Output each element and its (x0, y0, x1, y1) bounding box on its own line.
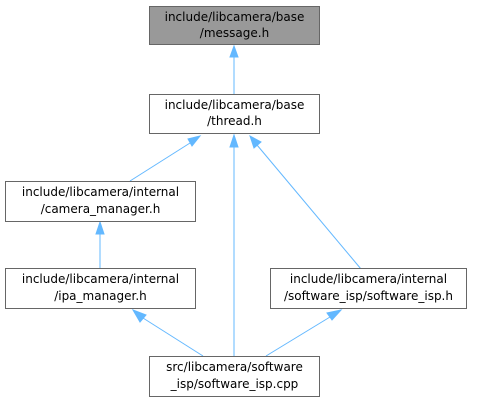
node-camera-manager-h[interactable]: include/libcamera/internal /camera_manag… (5, 181, 196, 222)
node-label-line-2: /thread.h (207, 114, 262, 128)
node-label-line-1: include/libcamera/base (165, 98, 305, 112)
node-box (270, 268, 467, 309)
edge-software-isp-h-to-thread (249, 134, 362, 270)
node-label-line-2: /software_isp/software_isp.h (284, 289, 453, 303)
node-software-isp-h[interactable]: include/libcamera/internal /software_isp… (270, 268, 467, 309)
edge-software-isp-cpp-to-software-isp-h (265, 309, 343, 357)
edge-software-isp-cpp-to-ipa-manager (131, 309, 204, 357)
node-label-line-1: include/libcamera/internal (290, 272, 447, 286)
node-box (149, 6, 320, 45)
edge-camera-manager-to-thread (129, 135, 202, 182)
edge-ipa-manager-to-camera-manager (95, 220, 105, 268)
node-label-line-1: include/libcamera/internal (22, 185, 179, 199)
node-label-line-1: src/libcamera/software (166, 360, 303, 374)
edge-thread-to-message (229, 44, 239, 94)
node-box (5, 181, 196, 222)
node-software-isp-cpp[interactable]: src/libcamera/software _isp/software_isp… (149, 356, 320, 397)
node-message-h[interactable]: include/libcamera/base /message.h (149, 6, 320, 45)
node-label-line-2: /camera_manager.h (41, 202, 161, 216)
node-ipa-manager-h[interactable]: include/libcamera/internal /ipa_manager.… (5, 268, 196, 309)
node-label-line-2: /ipa_manager.h (54, 289, 147, 303)
node-thread-h[interactable]: include/libcamera/base /thread.h (149, 94, 320, 134)
node-label-line-2: /message.h (200, 26, 269, 40)
node-box (5, 268, 196, 309)
node-box (149, 356, 320, 397)
node-box (149, 94, 320, 134)
edges (95, 44, 362, 357)
node-label-line-1: include/libcamera/internal (22, 272, 179, 286)
edge-software-isp-cpp-to-thread (229, 133, 239, 356)
node-label-line-2: _isp/software_isp.cpp (170, 377, 299, 391)
node-label-line-1: include/libcamera/base (165, 10, 305, 24)
